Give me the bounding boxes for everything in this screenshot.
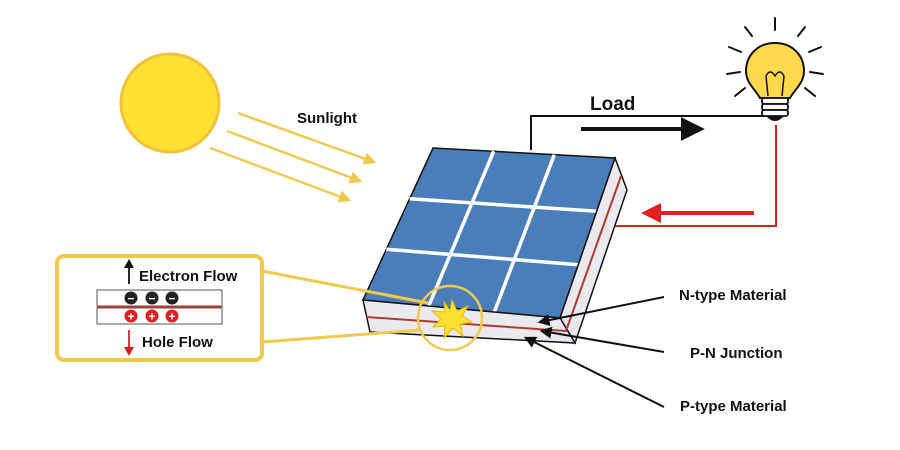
load-label: Load [590, 94, 635, 115]
pn-junction-label: P-N Junction [690, 345, 783, 362]
electron-flow-label: Electron Flow [139, 268, 238, 285]
hole-flow-arrow [124, 330, 134, 356]
sun-icon [119, 52, 221, 154]
junction-highlight-circle [416, 284, 484, 352]
electron-charge: − [165, 291, 179, 306]
spark-icon [430, 298, 474, 340]
pn-junction-line [365, 175, 622, 333]
layer-pointers [523, 296, 665, 408]
electron-charge: − [124, 291, 138, 306]
svg-text:−: − [127, 292, 134, 306]
hole-charge: + [124, 309, 138, 324]
p-type-label: P-type Material [680, 398, 787, 415]
svg-text:−: − [168, 292, 175, 306]
callout-connectors [261, 269, 429, 344]
electron-flow-arrow [124, 259, 134, 284]
hole-charge: + [145, 309, 159, 324]
sunlight-rays [209, 111, 377, 203]
electron-charge: − [145, 291, 159, 306]
callout-p-layer [96, 307, 223, 325]
hole-charge: + [165, 309, 179, 324]
callout-n-layer [96, 289, 223, 307]
svg-text:+: + [168, 310, 175, 324]
negative-wire [530, 115, 774, 150]
svg-text:+: + [127, 310, 134, 324]
svg-text:−: − [148, 292, 155, 306]
light-bulb-icon [726, 17, 824, 121]
positive-wire [615, 125, 777, 227]
sunlight-label: Sunlight [297, 110, 357, 127]
svg-text:+: + [148, 310, 155, 324]
n-type-label: N-type Material [679, 287, 787, 304]
panel-cell-grid [386, 150, 597, 313]
solar-panel [361, 147, 628, 345]
hole-flow-label: Hole Flow [142, 334, 213, 351]
